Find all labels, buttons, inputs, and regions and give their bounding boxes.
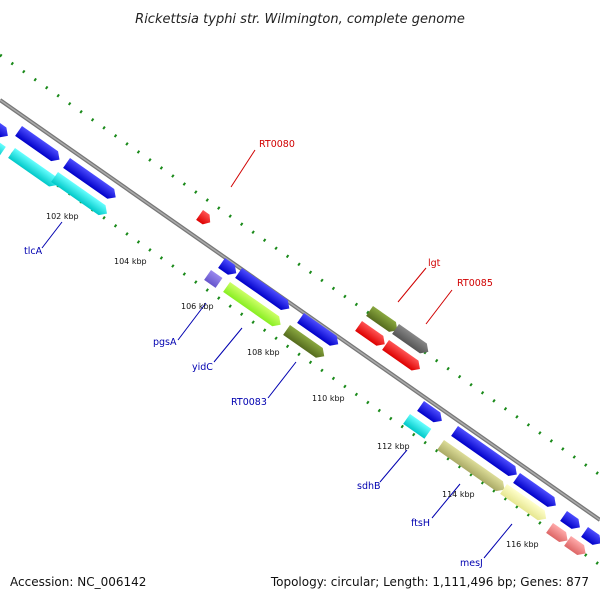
gene-label-mesJ[interactable]: mesJ — [460, 558, 483, 569]
gene-feature-blue-4[interactable] — [218, 258, 240, 278]
gene-feature-red-3[interactable] — [382, 340, 423, 374]
genome-summary-text: Topology: circular; Length: 1,111,496 bp… — [270, 575, 589, 589]
gene-feature-pink-2[interactable] — [564, 536, 589, 558]
gene-feature-cyan-1[interactable] — [0, 140, 6, 157]
tick-label-108: 108 kbp — [247, 348, 280, 357]
gene-label-lgt[interactable]: lgt — [428, 258, 441, 269]
gene-feature-pgsA[interactable] — [204, 270, 223, 288]
gene-feature-cyan-3[interactable] — [51, 172, 110, 219]
tick-labels: 102 kbp 104 kbp 106 kbp 108 kbp 110 kbp … — [46, 212, 539, 549]
gene-feature-red-2[interactable] — [355, 321, 388, 349]
gene-feature-lgt[interactable] — [366, 306, 401, 335]
accession-text: Accession: NC_006142 — [10, 575, 146, 589]
gene-label-RT0085[interactable]: RT0085 — [457, 278, 493, 289]
tick-label-110: 110 kbp — [312, 394, 345, 403]
gene-label-yidC[interactable]: yidC — [192, 362, 213, 373]
label-leader-lines — [41, 149, 513, 559]
gene-feature-blue-6[interactable] — [297, 313, 342, 349]
gene-label-tlcA[interactable]: tlcA — [24, 246, 43, 257]
gene-feature-mesJ[interactable] — [500, 484, 549, 524]
gene-labels: tlcA pgsA yidC RT0083 sdhB ftsH mesJ RT0… — [24, 139, 493, 569]
gene-label-RT0080[interactable]: RT0080 — [259, 139, 295, 150]
gene-feature-blue-2[interactable] — [15, 126, 63, 165]
gene-label-pgsA[interactable]: pgsA — [153, 337, 177, 348]
gene-feature-blue-9[interactable] — [513, 473, 559, 510]
gene-label-ftsH[interactable]: ftsH — [411, 518, 430, 529]
gene-feature-blue-5[interactable] — [235, 268, 293, 313]
tick-label-114: 114 kbp — [442, 490, 475, 499]
tick-label-102: 102 kbp — [46, 212, 79, 221]
tick-label-116: 116 kbp — [506, 540, 539, 549]
tick-label-112: 112 kbp — [377, 442, 410, 451]
gene-feature-ftsH[interactable] — [437, 440, 508, 495]
gene-feature-blue-10[interactable] — [560, 511, 583, 532]
genome-backbone — [0, 98, 600, 522]
gene-feature-blue-3[interactable] — [63, 158, 119, 202]
gene-feature-blue-8[interactable] — [451, 426, 520, 479]
tick-label-106: 106 kbp — [181, 302, 214, 311]
gene-feature-blue-7[interactable] — [417, 401, 445, 426]
map-title: Rickettsia typhi str. Wilmington, comple… — [135, 12, 465, 27]
gene-feature-rt0080[interactable] — [196, 210, 214, 227]
gene-feature-yidC[interactable] — [223, 282, 284, 330]
outer-tick-track — [0, 53, 600, 477]
gene-feature-rt0085[interactable] — [392, 324, 432, 357]
features — [0, 116, 600, 558]
tick-label-104: 104 kbp — [114, 257, 147, 266]
gene-feature-rt0083[interactable] — [283, 325, 328, 361]
gene-feature-sdhB[interactable] — [403, 414, 432, 439]
gene-feature-cyan-2[interactable] — [8, 148, 61, 190]
gene-label-RT0083[interactable]: RT0083 — [231, 397, 267, 408]
gene-feature-blue-1[interactable] — [0, 116, 11, 141]
gene-feature-blue-11[interactable] — [581, 527, 600, 548]
gene-label-sdhB[interactable]: sdhB — [357, 481, 381, 492]
gene-feature-pink-1[interactable] — [546, 523, 571, 545]
